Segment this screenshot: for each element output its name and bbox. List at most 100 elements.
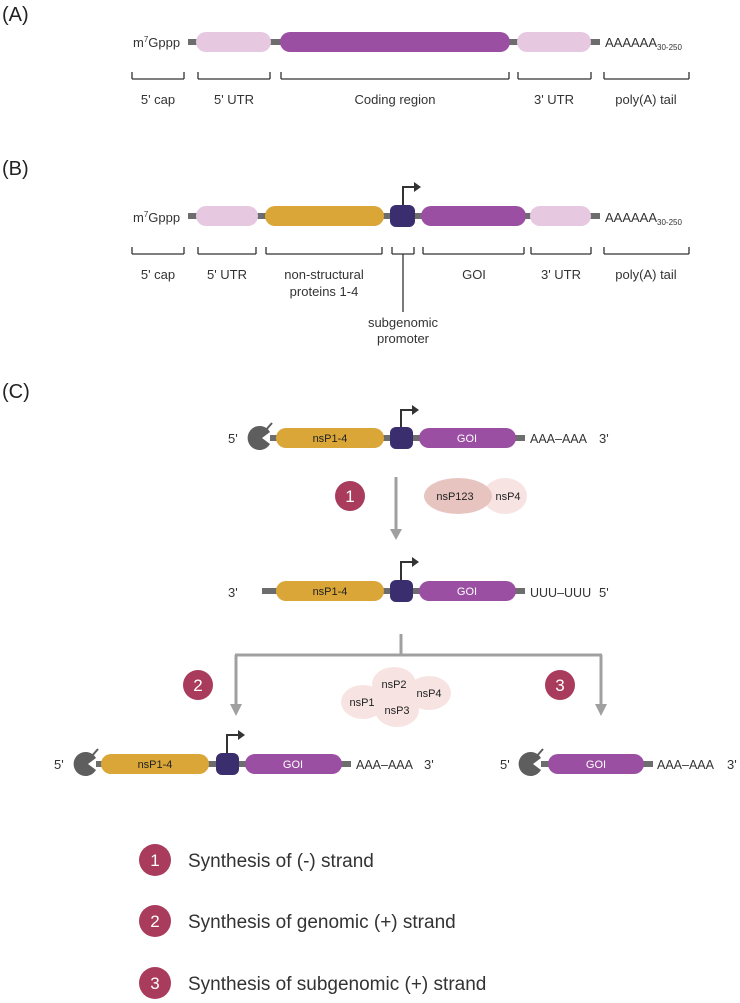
legend: 1 Synthesis of (-) strand 2 Synthesis of… — [139, 844, 486, 999]
row2-left-end: 3' — [228, 585, 238, 600]
row1-goi-segment — [419, 428, 516, 448]
row1-nsp-segment — [276, 428, 384, 448]
step3-badge-number: 3 — [555, 676, 564, 695]
row1-promoter-arrowhead — [412, 405, 419, 415]
cap-tick-icon — [264, 422, 273, 432]
panel-a: (A) m7Gppp AAAAAA30-250 5' cap 5' UTR Co… — [2, 4, 690, 107]
nsp4-blob-1 — [483, 478, 527, 514]
legend-badge-1 — [139, 844, 171, 876]
cap-tick-icon — [535, 748, 544, 758]
step1-badge — [335, 481, 365, 511]
row3r-goi-label: GOI — [586, 759, 606, 771]
label-nsp-line1-b: non-structural — [284, 267, 364, 282]
polya-text-b: AAAAAA30-250 — [605, 210, 682, 227]
step1-badge-number: 1 — [345, 487, 354, 506]
genomic-rna-row1: 5' nsP1-4 GOI AAA–AAA 3' — [228, 405, 609, 450]
row3l-tail: AAA–AAA — [356, 758, 414, 772]
row3l-goi-segment — [245, 754, 342, 774]
panel-b: (B) m7Gppp AAAAAA30-250 5' cap 5' UTR no… — [2, 158, 690, 346]
label-polya-a: poly(A) tail — [615, 92, 677, 107]
label-nsp-line2-b: proteins 1-4 — [290, 284, 359, 299]
row2-nsp-label: nsP1-4 — [313, 586, 348, 598]
step1-arrowhead — [390, 529, 402, 540]
legend-text-1: Synthesis of (-) strand — [188, 851, 374, 872]
nsp3-label: nsP3 — [384, 705, 409, 717]
legend-item-3: 3 Synthesis of subgenomic (+) strand — [139, 967, 486, 999]
panel-b-label: (B) — [2, 158, 29, 180]
legend-badge-2 — [139, 905, 171, 937]
panel-c: (C) 5' nsP1-4 GOI AAA–AAA 3' 1 nsP1 2 3 ns… — [2, 381, 737, 777]
row2-promoter-arrowhead — [412, 557, 419, 567]
label-utr3-a: 3' UTR — [534, 92, 574, 107]
panel-c-label: (C) — [2, 381, 30, 403]
cap-text-b: m7Gppp — [133, 210, 180, 225]
genomic-rna-row3: 5' nsP1-4 GOI AAA–AAA 3' — [54, 730, 434, 777]
negative-strand-row2: 3' nsP1-4 GOI UUU–UUU 5' — [228, 557, 609, 602]
panel-a-label: (A) — [2, 4, 29, 26]
nsp4-label-2: nsP4 — [416, 688, 441, 700]
cap-tick-icon — [90, 748, 99, 758]
right-arrowhead — [595, 704, 607, 716]
nsp-complex-2 — [341, 667, 451, 727]
row1-promoter — [390, 427, 413, 449]
row3r-right-end: 3' — [727, 757, 737, 772]
nsp-segment-b — [265, 206, 384, 226]
step2-badge — [183, 670, 213, 700]
utr3-segment-b — [530, 206, 591, 226]
brackets-a — [131, 72, 690, 80]
cap-icon — [247, 426, 270, 450]
row3r-goi-segment — [548, 754, 644, 774]
row3l-right-end: 3' — [424, 757, 434, 772]
label-utr3-b: 3' UTR — [541, 267, 581, 282]
label-coding-a: Coding region — [355, 92, 436, 107]
row3r-tail: AAA–AAA — [657, 758, 715, 772]
legend-badge-3 — [139, 967, 171, 999]
row3l-promoter — [216, 753, 239, 775]
row1-tail: AAA–AAA — [530, 432, 588, 446]
row2-tail: UUU–UUU — [530, 586, 591, 600]
row2-promoter — [390, 580, 413, 602]
row3l-nsp-label: nsP1-4 — [138, 759, 173, 771]
polya-text-a: AAAAAA30-250 — [605, 35, 682, 52]
coding-segment-a — [280, 32, 510, 52]
utr3-segment-a — [517, 32, 591, 52]
row1-right-end: 3' — [599, 431, 609, 446]
label-polya-b: poly(A) tail — [615, 267, 677, 282]
utr5-segment-a — [196, 32, 271, 52]
row2-right-end: 5' — [599, 585, 609, 600]
step2-badge-number: 2 — [193, 676, 202, 695]
row3l-left-end: 5' — [54, 757, 64, 772]
legend-item-2: 2 Synthesis of genomic (+) strand — [139, 905, 456, 937]
left-arrowhead — [230, 704, 242, 716]
promoter-arrow-b — [402, 186, 416, 205]
label-cap-a: 5' cap — [141, 92, 175, 107]
row3l-promoter-arrow — [226, 734, 240, 753]
row2-promoter-arrow — [400, 561, 414, 580]
promoter-arrowhead-b — [414, 182, 421, 192]
row3l-nsp-segment — [101, 754, 209, 774]
row2-goi-segment — [419, 581, 516, 601]
label-promoter-line2-b: promoter — [377, 331, 430, 346]
legend-badge-number-3: 3 — [150, 974, 159, 993]
label-utr5-a: 5' UTR — [214, 92, 254, 107]
label-cap-b: 5' cap — [141, 267, 175, 282]
step3-badge — [545, 670, 575, 700]
legend-text-2: Synthesis of genomic (+) strand — [188, 912, 456, 933]
row2-nsp-segment — [276, 581, 384, 601]
row3l-promoter-arrowhead — [238, 730, 245, 740]
cap-icon — [518, 752, 541, 777]
cap-icon — [73, 752, 96, 777]
legend-badge-number-1: 1 — [150, 851, 159, 870]
row1-promoter-arrow — [400, 409, 414, 427]
legend-item-1: 1 Synthesis of (-) strand — [139, 844, 374, 876]
row3r-left-end: 5' — [500, 757, 510, 772]
label-utr5-b: 5' UTR — [207, 267, 247, 282]
nsp4-label-1: nsP4 — [495, 491, 520, 503]
legend-text-3: Synthesis of subgenomic (+) strand — [188, 974, 486, 995]
label-goi-b: GOI — [462, 267, 486, 282]
nsp123-blob — [424, 478, 492, 514]
nsp1-label: nsP1 — [349, 697, 374, 709]
row1-nsp-label: nsP1-4 — [313, 433, 348, 445]
row1-goi-label: GOI — [457, 433, 477, 445]
